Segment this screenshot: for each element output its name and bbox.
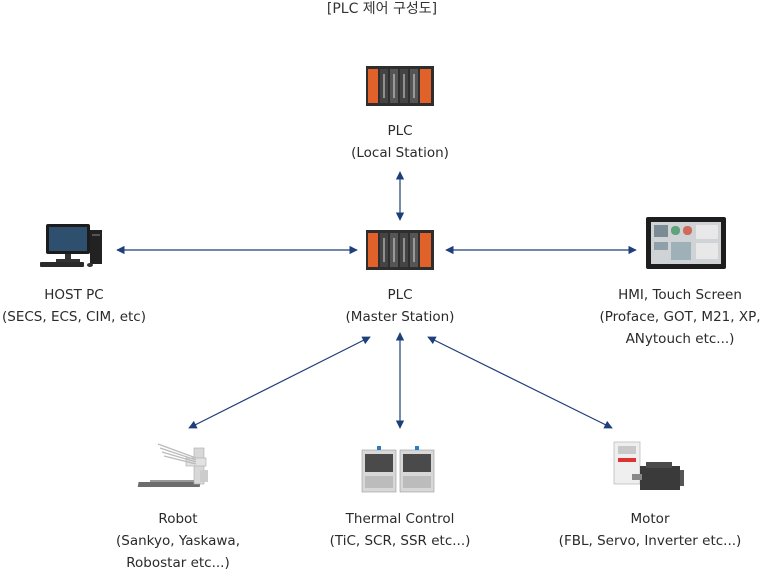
plc-local-label: PLC (Local Station): [320, 120, 480, 164]
hmi-icon: [646, 217, 726, 269]
hmi-detail-1: (Proface, GOT, M21, XP,: [599, 309, 761, 325]
robot-icon: [137, 443, 208, 487]
plc-local-detail: (Local Station): [351, 145, 449, 161]
plc-local-icon: [366, 66, 434, 106]
diagram-title: [PLC 제어 구성도]: [326, 1, 438, 17]
robot-label: Robot (Sankyo, Yaskawa, Robostar etc...): [98, 508, 258, 574]
host-pc-label: HOST PC (SECS, ECS, CIM, etc): [0, 284, 148, 328]
motor-detail: (FBL, Servo, Inverter etc...): [558, 533, 742, 549]
robot-name: Robot: [158, 511, 198, 527]
robot-detail-1: (Sankyo, Yaskawa,: [116, 533, 240, 549]
hmi-detail-2: ANytouch etc...): [625, 331, 735, 347]
thermal-control-icon: [361, 446, 435, 493]
host-pc-detail: (SECS, ECS, CIM, etc): [2, 309, 146, 325]
plc-master-detail: (Master Station): [345, 309, 455, 325]
plc-master-icon: [366, 230, 434, 270]
motor-label: Motor (FBL, Servo, Inverter etc...): [552, 508, 748, 552]
arrow-master-motor: [427, 336, 613, 429]
plc-master-label: PLC (Master Station): [320, 284, 480, 328]
plc-local-name: PLC: [387, 123, 413, 139]
host-pc-name: HOST PC: [44, 287, 104, 303]
thermal-detail: (TiC, SCR, SSR etc...): [329, 533, 471, 549]
hmi-label: HMI, Touch Screen (Proface, GOT, M21, XP…: [596, 284, 764, 350]
plc-master-name: PLC: [387, 287, 413, 303]
motor-name: Motor: [630, 511, 670, 527]
hmi-name: HMI, Touch Screen: [618, 287, 742, 303]
motor-icon: [613, 441, 684, 490]
thermal-label: Thermal Control (TiC, SCR, SSR etc...): [310, 508, 490, 552]
arrow-master-robot: [188, 336, 371, 429]
thermal-name: Thermal Control: [345, 511, 455, 527]
host-pc-icon: [40, 224, 102, 267]
robot-detail-2: Robostar etc...): [126, 555, 230, 571]
